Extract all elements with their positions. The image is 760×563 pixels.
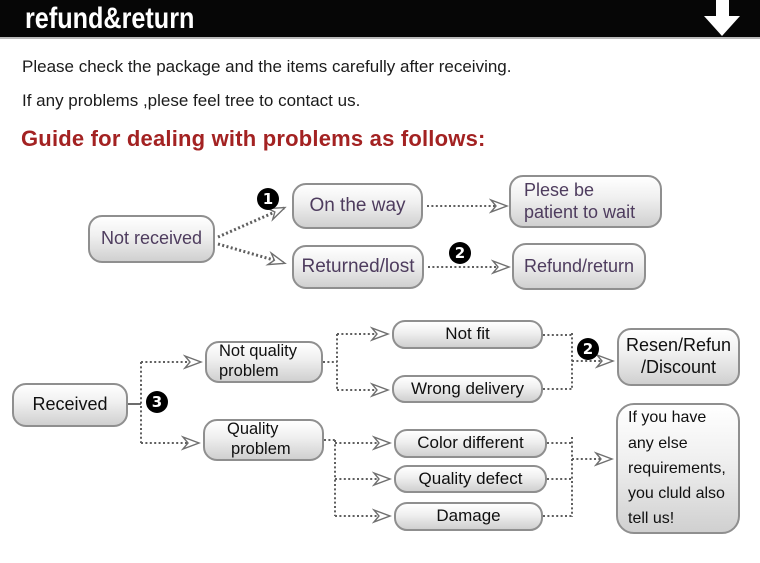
banner-title: refund&return xyxy=(25,2,195,35)
node-other-req-line3: requirements, xyxy=(628,459,726,477)
node-quality-line2: problem xyxy=(231,440,291,458)
node-please-wait: Plese be patient to wait xyxy=(509,175,662,228)
node-quality-line1: Quality xyxy=(227,420,279,439)
node-color-different: Color different xyxy=(394,429,547,458)
node-other-req-line4: you cluld also xyxy=(628,485,725,503)
connector-notreceived-returnedlost xyxy=(217,242,284,263)
step-badge-2a: 2 xyxy=(449,242,471,264)
node-wrong-delivery: Wrong delivery xyxy=(392,375,543,403)
node-on-the-way: On the way xyxy=(292,183,423,229)
node-damage: Damage xyxy=(394,502,543,531)
node-not-quality-line1: Not quality xyxy=(219,342,297,361)
node-resen-line1: Resen/Refun xyxy=(625,335,732,356)
step-badge-2b: 2 xyxy=(577,338,599,360)
node-not-quality-problem: Not quality problem xyxy=(205,341,323,383)
node-resend-refund-discount: Resen/Refun /Discount xyxy=(617,328,740,386)
node-returned-lost: Returned/lost xyxy=(292,245,424,289)
node-not-received: Not received xyxy=(88,215,215,263)
intro-line-2: If any problems ,plese feel tree to cont… xyxy=(22,91,361,110)
down-arrow-icon-head xyxy=(704,16,740,36)
down-arrow-icon xyxy=(716,0,729,16)
node-other-req-line1: If you have xyxy=(628,409,707,427)
guide-heading: Guide for dealing with problems as follo… xyxy=(21,126,486,151)
node-quality-defect: Quality defect xyxy=(394,465,547,493)
connector-notreceived-ontheway xyxy=(217,206,284,239)
node-please-wait-line1: Plese be xyxy=(524,179,595,200)
step-badge-1: 1 xyxy=(257,188,279,210)
step-badge-3: 3 xyxy=(146,391,168,413)
node-other-requirements: If you have any else requirements, you c… xyxy=(616,403,740,534)
node-refund-return: Refund/return xyxy=(512,243,646,290)
node-not-fit: Not fit xyxy=(392,320,543,349)
node-received: Received xyxy=(12,383,128,427)
header-banner: refund&return xyxy=(0,0,760,37)
node-please-wait-line2: patient to wait xyxy=(524,201,636,222)
intro-line-1: Please check the package and the items c… xyxy=(22,57,512,76)
node-not-quality-line2: problem xyxy=(219,362,279,380)
node-resen-line2: /Discount xyxy=(640,357,717,377)
node-other-req-line5: tell us! xyxy=(628,510,675,528)
node-other-req-line2: any else xyxy=(628,434,688,452)
node-quality-problem: Quality problem xyxy=(203,419,324,461)
